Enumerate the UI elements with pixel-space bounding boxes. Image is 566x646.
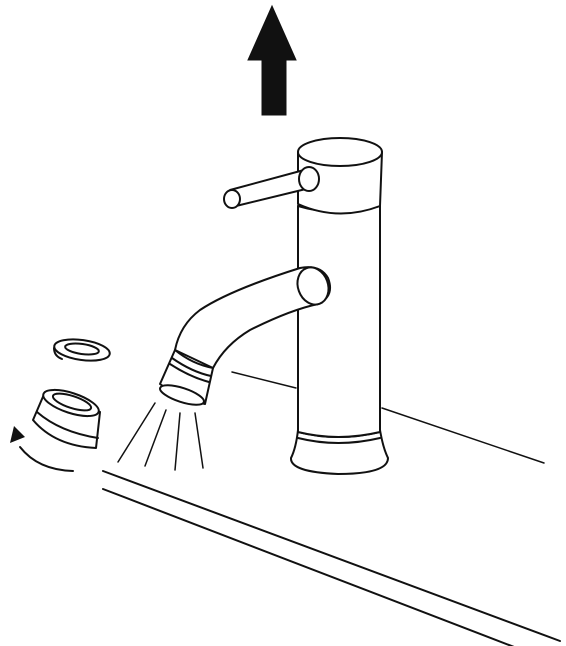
lift-up-arrow-icon bbox=[248, 6, 296, 115]
faucet-body bbox=[298, 206, 380, 437]
water-spray-lines bbox=[118, 403, 203, 470]
aerator-washer bbox=[53, 336, 111, 364]
aerator-insert bbox=[33, 385, 102, 448]
